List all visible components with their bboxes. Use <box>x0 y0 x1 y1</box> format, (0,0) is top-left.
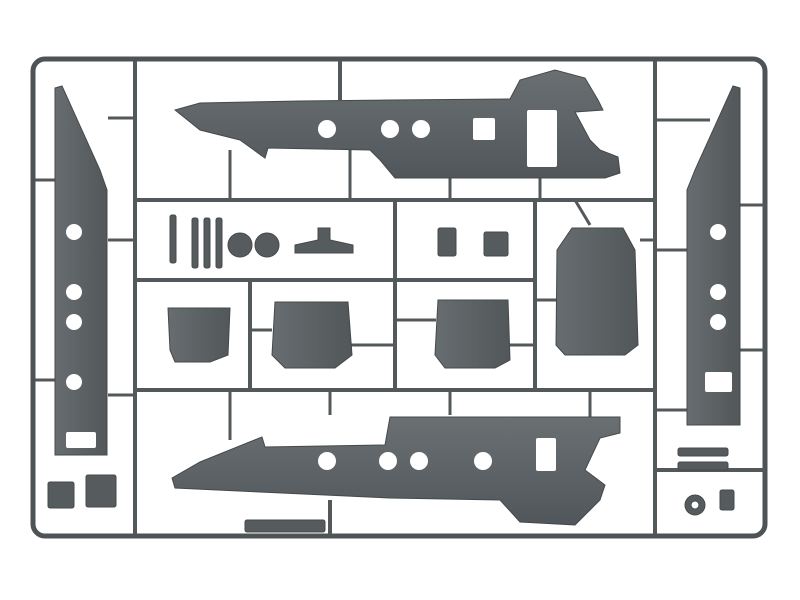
sprue-inner-runners <box>133 61 765 534</box>
sprue-outer-runner <box>30 56 768 539</box>
upper-fuselage-half <box>173 69 621 179</box>
bottom-small-parts <box>47 447 735 533</box>
sprue-frame <box>30 56 768 539</box>
lower-fuselage-half <box>171 416 621 526</box>
right-side-panel <box>686 85 741 426</box>
left-side-panel <box>54 85 108 456</box>
small-parts-row <box>169 214 509 269</box>
mid-row-panels <box>167 227 639 369</box>
sprue-gates <box>35 116 765 440</box>
